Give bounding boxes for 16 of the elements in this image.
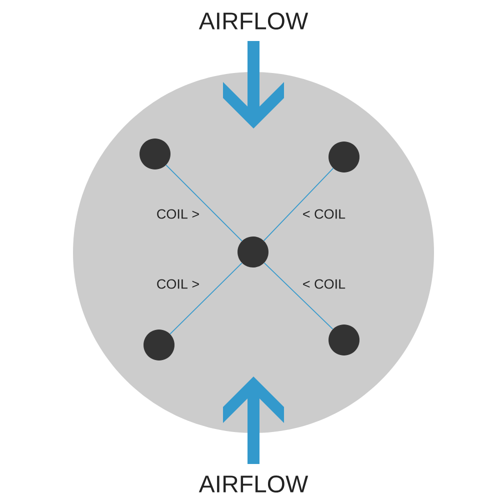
dot: [238, 236, 268, 268]
line: [263, 168, 334, 242]
dot: [144, 330, 174, 360]
dot: [328, 142, 360, 172]
circle: [73, 72, 434, 433]
line: [264, 262, 334, 330]
edge-label: < COIL: [301, 278, 347, 290]
label: AIRFLOW: [198, 476, 308, 492]
line: [170, 262, 242, 334]
dot: [140, 138, 170, 170]
edge-label: COIL >: [155, 208, 201, 220]
label: AIRFLOW: [198, 12, 308, 30]
line: [166, 164, 242, 242]
dot: [328, 324, 360, 356]
edge-label: < COIL: [301, 208, 347, 220]
edge-label: COIL >: [155, 278, 201, 290]
